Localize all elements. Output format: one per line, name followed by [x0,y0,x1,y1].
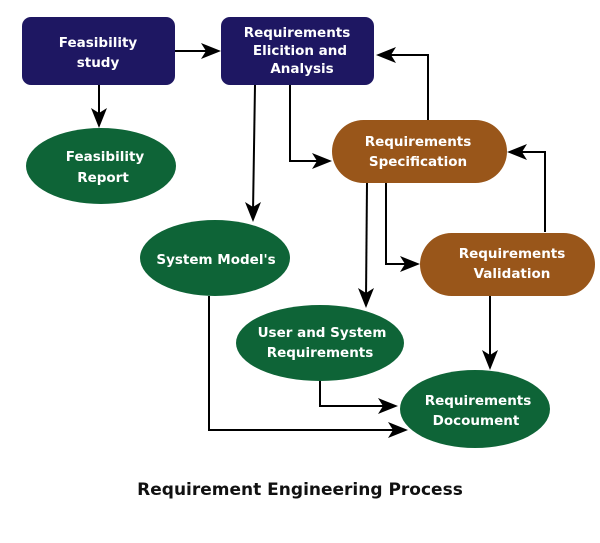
edge-system-models-to-requirements-document [208,296,398,431]
feasibility-study-box [22,17,175,85]
node-requirements-document: Requirements Docoument [400,370,550,448]
requirements-document-ellipse [400,370,550,448]
node-user-system-requirements: User and System Requirements [236,305,404,381]
edge-validation-to-specification [517,151,546,232]
elicitation-label-line-2: Elicition and [253,43,347,59]
arrowhead-feasibility-study-to-elicitation [201,43,221,59]
feasibility-report-ellipse [26,128,176,204]
node-system-models: System Model's [140,220,290,296]
validation-label-line-2: Validation [474,266,551,282]
node-feasibility-report: Feasibility Report [26,128,176,204]
feasibility-report-label-line-1: Feasibility [66,149,145,165]
edge-specification-to-elicitation [386,54,429,120]
feasibility-study-label-line-1: Feasibility [59,35,138,51]
edge-elicitation-to-system-models [252,84,256,213]
edge-specification-to-validation [385,183,410,265]
arrowhead-validation-to-requirements-document [482,350,498,370]
arrowhead-validation-to-specification [507,144,527,160]
edges-layer [91,43,546,438]
node-elicitation: Requirements Elicition and Analysis [221,17,374,85]
specification-pill [332,120,507,183]
elicitation-label-line-3: Analysis [270,61,333,77]
node-feasibility-study: Feasibility study [22,17,175,85]
system-models-ellipse [140,220,290,296]
user-system-requirements-label-line-2: Requirements [267,345,374,361]
node-specification: Requirements Specification [332,120,507,183]
arrowhead-elicitation-to-system-models [245,202,261,222]
requirements-document-label-line-1: Requirements [425,393,532,409]
user-system-requirements-label-line-1: User and System [258,325,387,341]
arrowhead-user-system-requirements-to-requirements-document [378,398,398,414]
arrowhead-elicitation-to-specification [312,153,332,169]
arrowhead-feasibility-study-to-feasibility-report [91,108,107,128]
validation-pill [420,233,595,296]
specification-label-line-1: Requirements [365,134,472,150]
feasibility-report-label-line-2: Report [77,170,129,186]
edge-elicitation-to-specification [289,85,322,162]
node-validation: Requirements Validation [420,233,595,296]
arrowhead-system-models-to-requirements-document [388,422,408,438]
user-system-requirements-ellipse [236,305,404,381]
elicitation-label-line-1: Requirements [244,25,351,41]
system-models-label: System Model's [156,252,275,268]
requirements-document-label-line-2: Docoument [433,413,520,429]
feasibility-study-label-line-2: study [77,55,120,71]
validation-label-line-1: Requirements [459,246,566,262]
specification-label-line-2: Specification [369,154,467,170]
arrowhead-specification-to-user-system-requirements [358,288,374,308]
arrowhead-specification-to-validation [400,256,420,272]
elicitation-box [221,17,374,85]
arrowhead-specification-to-elicitation [376,47,396,63]
diagram-title: Requirement Engineering Process [137,480,463,500]
edge-specification-to-user-system-requirements [365,182,368,299]
edge-user-system-requirements-to-requirements-document [319,381,388,407]
